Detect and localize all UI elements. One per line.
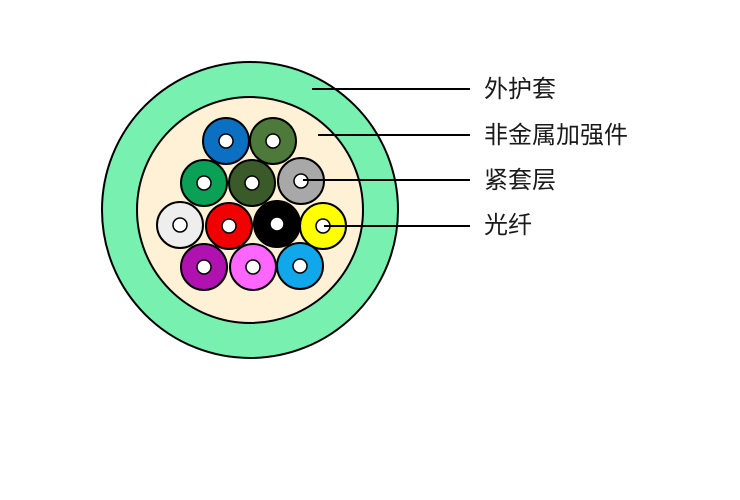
fiber-black — [253, 200, 301, 248]
fiber-core-white — [172, 217, 188, 233]
fiber-core-sky-blue — [292, 258, 308, 274]
fiber-blue — [202, 117, 250, 165]
fiber-core-black — [269, 216, 285, 232]
label-strength-member: 非金属加强件 — [484, 121, 628, 149]
label-outer-jacket: 外护套 — [484, 75, 556, 103]
label-tight-buffer: 紧套层 — [484, 166, 556, 194]
label-optical-fiber: 光纤 — [484, 211, 532, 239]
fiber-core-green — [196, 175, 212, 191]
fiber-core-pink — [245, 259, 261, 275]
fiber-core-red — [221, 218, 237, 234]
fiber-green — [180, 159, 228, 207]
fiber-dark-green — [228, 159, 276, 207]
fiber-core-purple — [196, 259, 212, 275]
fiber-red — [205, 202, 253, 250]
fiber-core-blue — [218, 133, 234, 149]
callout-leaders — [303, 88, 470, 227]
fiber-group — [156, 117, 347, 291]
fiber-white — [156, 201, 204, 249]
fiber-core-dark-green — [244, 175, 260, 191]
fiber-olive — [249, 117, 297, 165]
fiber-sky-blue — [276, 242, 324, 290]
fiber-pink — [229, 243, 277, 291]
fiber-purple — [180, 243, 228, 291]
fiber-core-olive — [265, 133, 281, 149]
